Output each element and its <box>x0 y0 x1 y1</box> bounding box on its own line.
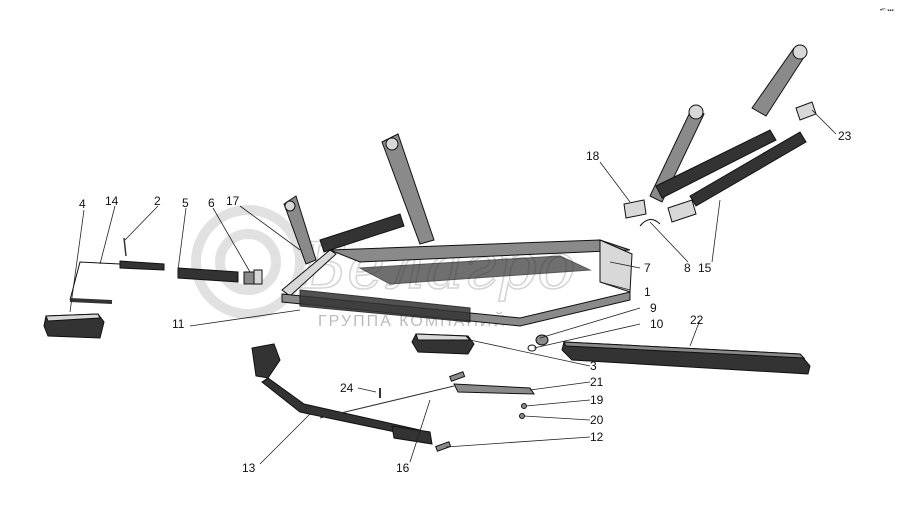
callout-15: 15 <box>698 261 712 275</box>
main-seat-frame <box>281 133 633 355</box>
part-5-tube <box>177 267 239 283</box>
callout-18: 18 <box>586 149 600 163</box>
callout-1: 1 <box>644 285 651 299</box>
callout-12: 12 <box>590 430 604 444</box>
callout-5: 5 <box>182 196 189 210</box>
part-4-pedal-pad <box>43 313 105 339</box>
callout-11: 11 <box>172 317 185 331</box>
lower-lever-assembly <box>251 343 535 452</box>
callout-6: 6 <box>208 196 215 210</box>
part-14-bent-rod <box>69 261 121 304</box>
callout-7: 7 <box>644 261 651 275</box>
corner-mark: •ᵐ ▪▪▪ <box>880 8 894 14</box>
part-9-10-rings <box>527 334 549 352</box>
callout-20: 20 <box>590 413 604 427</box>
callout-3: 3 <box>590 359 597 373</box>
callout-21: 21 <box>590 375 604 389</box>
part-shaft <box>119 260 165 271</box>
callout-19: 19 <box>590 393 604 407</box>
part-2-pin <box>123 237 127 257</box>
leader-lines <box>69 109 837 465</box>
callout-9: 9 <box>650 301 657 315</box>
callout-4: 4 <box>79 197 86 211</box>
callout-23: 23 <box>838 129 852 143</box>
callout-13: 13 <box>242 461 256 475</box>
callout-17: 17 <box>226 194 240 208</box>
part-6-17-bushings <box>243 269 263 285</box>
callout-24: 24 <box>340 381 354 395</box>
part-22-rail <box>561 341 811 375</box>
callout-10: 10 <box>650 317 664 331</box>
rear-support-frame <box>623 44 817 227</box>
callout-22: 22 <box>690 313 704 327</box>
callout-8: 8 <box>684 261 691 275</box>
callout-2: 2 <box>154 194 161 208</box>
callout-14: 14 <box>105 194 119 208</box>
callout-labels: 4 14 2 5 6 17 11 7 1 9 10 3 18 8 15 23 2… <box>79 129 852 475</box>
callout-16: 16 <box>396 461 410 475</box>
